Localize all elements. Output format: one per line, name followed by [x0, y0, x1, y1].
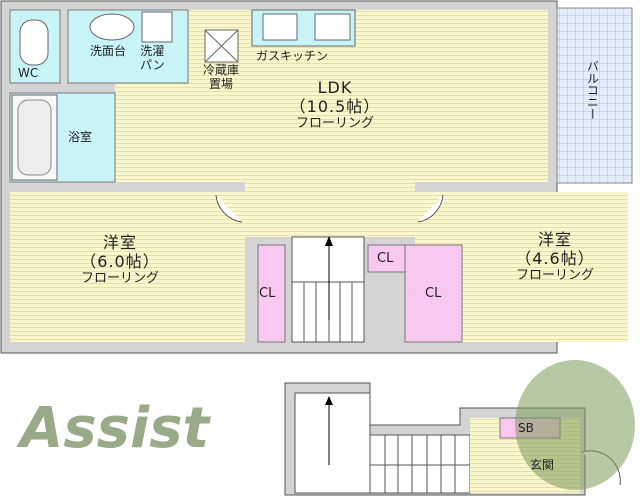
- balcony: [556, 7, 633, 184]
- stairs-upper: [291, 236, 365, 343]
- kitchen-label: ガスキッチン: [256, 49, 329, 63]
- ldk-label: LDK （10.5帖） フローリング: [270, 78, 400, 132]
- west1-size: （6.0帖）: [80, 252, 160, 272]
- west2-label: 洋室 （4.6帖） フローリング: [490, 230, 620, 284]
- cl-right-label: CL: [425, 286, 442, 301]
- west1-name: 洋室: [102, 233, 137, 252]
- ldk-name: LDK: [317, 78, 353, 97]
- west2-floor-type: フローリング: [515, 268, 594, 284]
- watermark-logo: [515, 360, 635, 490]
- ldk-floor-type: フローリング: [295, 116, 374, 132]
- balcony-label: バルコニー: [585, 60, 600, 120]
- laundry-label: 洗濯 パン: [140, 44, 165, 73]
- sb-label: SB: [518, 421, 534, 435]
- fridge-label: 冷蔵庫 置場: [203, 63, 240, 92]
- west-room-left: [10, 192, 245, 342]
- washroom-label: 洗面台: [90, 44, 127, 58]
- ldk-size: （10.5帖）: [289, 97, 381, 117]
- wc-label: WC: [18, 66, 39, 80]
- west1-label: 洋室 （6.0帖） フローリング: [55, 233, 185, 287]
- west2-name: 洋室: [537, 230, 572, 249]
- bath-label: 浴室: [68, 130, 93, 144]
- cl-left-label: CL: [259, 286, 276, 301]
- watermark-text: Assist: [20, 396, 210, 461]
- entrance-label: 玄関: [530, 458, 555, 472]
- cl-center-label: CL: [377, 251, 394, 266]
- west1-floor-type: フローリング: [80, 271, 159, 287]
- west2-size: （4.6帖）: [515, 249, 595, 269]
- stairs-lower: [294, 392, 371, 494]
